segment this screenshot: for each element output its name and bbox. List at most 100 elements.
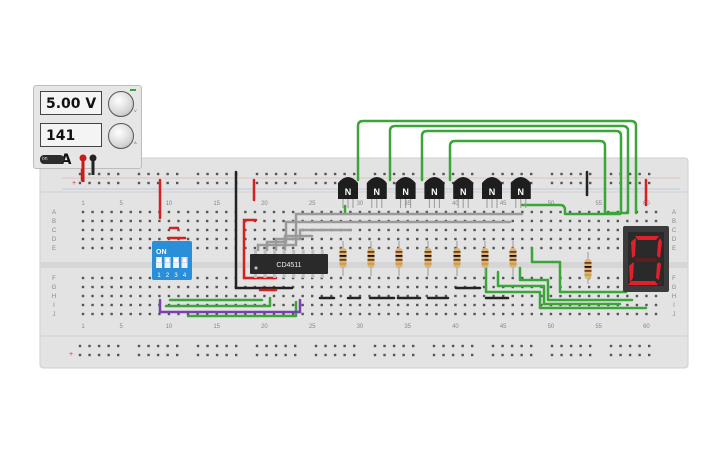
- breadboard-hole[interactable]: [406, 285, 409, 289]
- breadboard-hole[interactable]: [148, 219, 152, 223]
- breadboard-hole[interactable]: [454, 246, 457, 250]
- breadboard-hole[interactable]: [492, 246, 495, 250]
- breadboard-hole[interactable]: [473, 246, 476, 250]
- breadboard-hole[interactable]: [654, 294, 658, 298]
- breadboard-hole[interactable]: [521, 228, 524, 232]
- breadboard-hole[interactable]: [120, 246, 123, 250]
- breadboard-hole[interactable]: [435, 246, 438, 250]
- breadboard-hole[interactable]: [482, 228, 486, 232]
- breadboard-hole[interactable]: [158, 294, 161, 298]
- rail-hole[interactable]: [442, 172, 445, 176]
- seven-segment-display[interactable]: [623, 226, 669, 292]
- rail-hole[interactable]: [609, 344, 613, 348]
- breadboard-hole[interactable]: [396, 303, 400, 307]
- breadboard-hole[interactable]: [463, 228, 467, 232]
- rail-hole[interactable]: [78, 172, 82, 176]
- breadboard-hole[interactable]: [120, 312, 123, 316]
- breadboard-hole[interactable]: [110, 312, 113, 316]
- breadboard-hole[interactable]: [607, 276, 610, 280]
- breadboard-hole[interactable]: [253, 246, 257, 250]
- breadboard-hole[interactable]: [607, 312, 610, 316]
- rail-hole[interactable]: [589, 172, 592, 176]
- breadboard-hole[interactable]: [110, 303, 113, 307]
- breadboard-hole[interactable]: [167, 228, 171, 232]
- breadboard-hole[interactable]: [578, 210, 581, 214]
- breadboard-hole[interactable]: [540, 276, 543, 280]
- breadboard-hole[interactable]: [578, 237, 581, 241]
- power-button[interactable]: [40, 155, 64, 164]
- breadboard-hole[interactable]: [626, 219, 629, 223]
- rail-hole[interactable]: [206, 181, 209, 185]
- breadboard-hole[interactable]: [568, 210, 572, 214]
- breadboard-hole[interactable]: [139, 303, 142, 307]
- breadboard-hole[interactable]: [91, 276, 94, 280]
- rail-hole[interactable]: [78, 181, 82, 185]
- breadboard-hole[interactable]: [549, 312, 553, 316]
- rail-hole[interactable]: [137, 181, 141, 185]
- npn-transistor[interactable]: N: [424, 177, 445, 208]
- rail-hole[interactable]: [628, 353, 632, 357]
- breadboard-hole[interactable]: [311, 237, 314, 241]
- breadboard-hole[interactable]: [578, 228, 581, 232]
- breadboard-hole[interactable]: [521, 294, 524, 298]
- rail-hole[interactable]: [569, 181, 573, 185]
- resistor[interactable]: [339, 241, 347, 276]
- breadboard-hole[interactable]: [463, 246, 467, 250]
- breadboard-hole[interactable]: [454, 276, 457, 280]
- breadboard-hole[interactable]: [148, 294, 152, 298]
- breadboard-hole[interactable]: [396, 294, 400, 298]
- breadboard-hole[interactable]: [129, 312, 132, 316]
- breadboard-hole[interactable]: [645, 303, 648, 307]
- breadboard-hole[interactable]: [530, 294, 534, 298]
- breadboard-hole[interactable]: [100, 312, 104, 316]
- psu-positive-terminal[interactable]: [79, 154, 87, 162]
- breadboard-hole[interactable]: [120, 210, 123, 214]
- breadboard-hole[interactable]: [225, 294, 228, 298]
- breadboard-hole[interactable]: [387, 210, 390, 214]
- breadboard-hole[interactable]: [139, 246, 142, 250]
- breadboard-hole[interactable]: [215, 210, 218, 214]
- rail-hole[interactable]: [147, 353, 150, 357]
- breadboard-hole[interactable]: [540, 303, 543, 307]
- rail-hole[interactable]: [628, 181, 632, 185]
- breadboard-hole[interactable]: [597, 219, 600, 223]
- breadboard-hole[interactable]: [549, 246, 553, 250]
- rail-hole[interactable]: [166, 344, 169, 348]
- breadboard-hole[interactable]: [91, 285, 94, 289]
- breadboard-hole[interactable]: [654, 303, 658, 307]
- breadboard-hole[interactable]: [587, 246, 591, 250]
- breadboard-hole[interactable]: [205, 228, 209, 232]
- breadboard-hole[interactable]: [263, 237, 266, 241]
- breadboard-hole[interactable]: [81, 228, 85, 232]
- breadboard-hole[interactable]: [349, 303, 352, 307]
- rail-hole[interactable]: [206, 172, 209, 176]
- breadboard-hole[interactable]: [110, 285, 113, 289]
- breadboard-hole[interactable]: [234, 312, 237, 316]
- breadboard-hole[interactable]: [597, 228, 600, 232]
- breadboard-hole[interactable]: [635, 312, 639, 316]
- breadboard-hole[interactable]: [158, 312, 161, 316]
- rail-hole[interactable]: [412, 344, 415, 348]
- breadboard-hole[interactable]: [100, 219, 104, 223]
- breadboard-hole[interactable]: [387, 276, 390, 280]
- breadboard-hole[interactable]: [473, 276, 476, 280]
- breadboard-hole[interactable]: [215, 276, 218, 280]
- breadboard-hole[interactable]: [559, 210, 562, 214]
- breadboard-hole[interactable]: [215, 246, 218, 250]
- breadboard-hole[interactable]: [120, 294, 123, 298]
- rail-hole[interactable]: [432, 344, 436, 348]
- breadboard-hole[interactable]: [129, 285, 132, 289]
- rail-hole[interactable]: [215, 181, 219, 185]
- breadboard-hole[interactable]: [454, 210, 457, 214]
- rail-hole[interactable]: [88, 344, 91, 348]
- breadboard-hole[interactable]: [272, 219, 276, 223]
- breadboard-hole[interactable]: [100, 303, 104, 307]
- rail-hole[interactable]: [225, 353, 228, 357]
- rail-hole[interactable]: [166, 181, 169, 185]
- breadboard-hole[interactable]: [158, 228, 161, 232]
- breadboard-hole[interactable]: [502, 228, 505, 232]
- breadboard-hole[interactable]: [521, 237, 524, 241]
- breadboard-hole[interactable]: [607, 219, 610, 223]
- rail-hole[interactable]: [196, 344, 200, 348]
- breadboard-hole[interactable]: [339, 210, 343, 214]
